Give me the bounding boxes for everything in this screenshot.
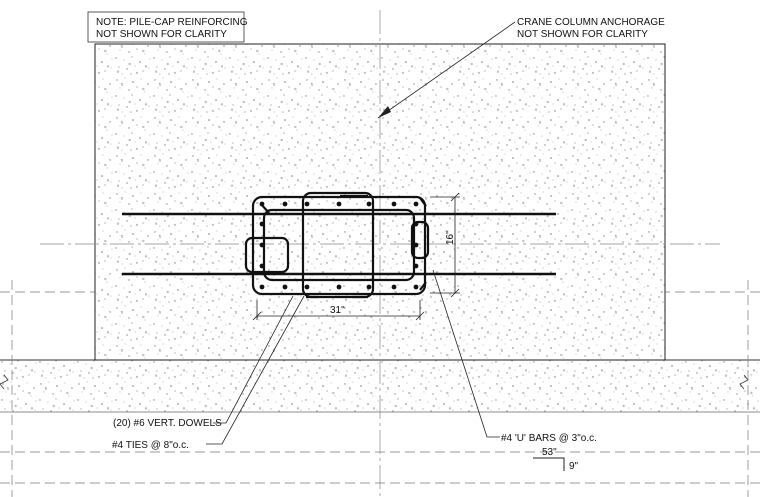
ties-callout: #4 TIES @ 8"o.c. (112, 440, 189, 451)
break-mark-right (739, 374, 749, 390)
anchorage-note-line1: CRANE COLUMN ANCHORAGE (517, 17, 665, 28)
bar-length-label: 53" (542, 447, 557, 458)
anchorage-leader (377, 21, 516, 119)
width-dimension-label: 31" (330, 305, 345, 316)
vertical-dowels (259, 201, 419, 290)
pile-cap-note-line1: NOTE: PILE-CAP REINFORCING (96, 17, 248, 28)
bar-leg-label: 9" (569, 461, 579, 472)
u-bar-shape-sketch (533, 457, 565, 471)
anchorage-leader-arrow (378, 106, 391, 118)
break-mark-left (0, 374, 9, 390)
callout-leaders (206, 269, 500, 445)
pile-cap-note-line2: NOT SHOWN FOR CLARITY (96, 29, 227, 40)
u-bars-callout: #4 'U' BARS @ 3"o.c. (501, 433, 597, 444)
anchorage-note-bg (510, 14, 660, 40)
dowels-callout: (20) #6 VERT. DOWELS (113, 418, 222, 429)
pile-cap-note-box (87, 11, 245, 43)
anchorage-note-line2: NOT SHOWN FOR CLARITY (517, 29, 648, 40)
width-dimension (252, 300, 425, 321)
height-dimension-label: 16" (445, 230, 456, 245)
height-dimension (430, 192, 460, 298)
